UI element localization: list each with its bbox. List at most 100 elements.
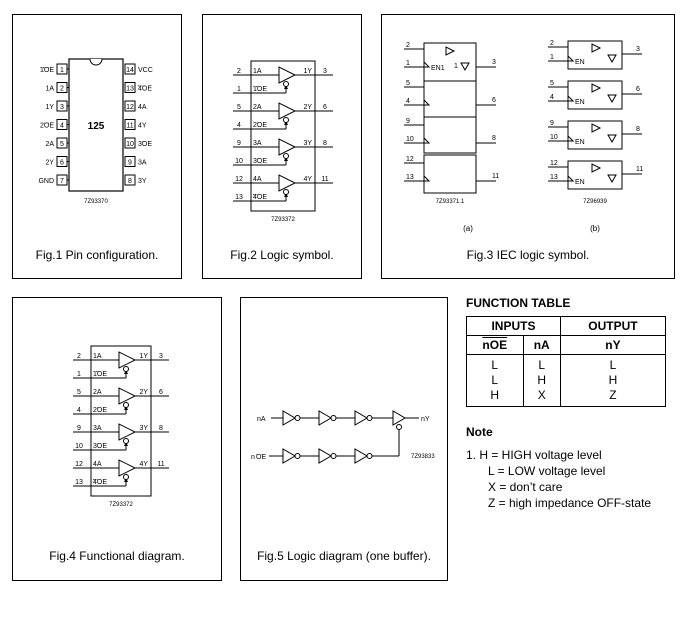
iec-sub-a: (a) [463, 224, 473, 233]
logic-code: 7Z93372 [109, 502, 133, 508]
pin-number: 6 [60, 160, 64, 167]
pin-label: 3A [138, 160, 147, 167]
pin-number: 8 [492, 135, 496, 142]
col-noe-label: nOE [482, 338, 508, 352]
iec-buffer-icon [591, 163, 602, 173]
pin-label: 3OE [138, 141, 152, 148]
pin-number: 9 [550, 120, 554, 127]
fig5-input-oe: OE [256, 454, 266, 461]
pin-number: 3 [323, 68, 327, 75]
enable-label: 1OE [253, 86, 267, 93]
input-label: 3A [253, 140, 262, 147]
inverter-bubble [330, 453, 337, 459]
pin-number: 13 [235, 194, 243, 201]
cell: Z [609, 388, 617, 402]
chip-notch [89, 58, 103, 66]
pin-number: 5 [406, 80, 410, 87]
fig4-caption: Fig.4 Functional diagram. [49, 549, 185, 563]
iec-en-label: EN [575, 99, 585, 106]
enable-label: 4OE [253, 194, 267, 201]
pin-number: 6 [159, 389, 163, 396]
buffer-bubble [283, 189, 289, 195]
iec-enable-mark [567, 95, 575, 102]
output-label: 1Y [139, 353, 148, 360]
pin-label: VCC [138, 67, 153, 74]
pin-number: 7 [60, 178, 64, 185]
iec-buffer-icon [445, 46, 456, 56]
chip-label: 125 [88, 121, 105, 132]
pin-number: 1 [60, 67, 64, 74]
inverter-triangle [318, 410, 332, 426]
buffer-triangle [278, 174, 297, 192]
pin-number: 11 [321, 176, 328, 183]
pin-number: 1 [550, 54, 554, 61]
inverter-triangle [282, 410, 296, 426]
pin-number: 4 [237, 122, 241, 129]
iec-enable-mark [423, 137, 431, 144]
cell: X [537, 388, 546, 402]
buffer-triangle [278, 102, 297, 120]
pin-number: 2 [550, 40, 554, 47]
fig5-caption: Fig.5 Logic diagram (one buffer). [257, 549, 431, 563]
inverter-triangle [354, 448, 368, 464]
pin-box [124, 156, 136, 167]
pin-label: 3Y [138, 178, 147, 185]
pin-number: 11 [636, 166, 643, 173]
iec-code-b: 7Z96939 [583, 199, 607, 205]
enable-label: 1OE [93, 371, 107, 378]
col-na-header: nA [522, 335, 561, 355]
inverter-triangle [354, 410, 368, 426]
col-na-values: L H X [522, 354, 561, 407]
iec-en-label: EN1 [431, 65, 445, 72]
pin-number: 13 [75, 479, 83, 486]
col-ny-header: nY [559, 335, 667, 355]
output-label: 4Y [139, 461, 148, 468]
cell: H [537, 373, 547, 387]
iec-block [423, 154, 477, 194]
note-line: L = LOW voltage level [488, 464, 606, 478]
iec-3state-icon [607, 174, 617, 184]
inverter-bubble [294, 453, 301, 459]
iec-enable-mark [423, 175, 431, 182]
iec-en-label: EN [575, 59, 585, 66]
enable-label: 3OE [93, 443, 107, 450]
logic-code: 7Z93372 [271, 217, 295, 223]
pin-number: 12 [550, 160, 558, 167]
input-label: 4A [93, 461, 102, 468]
output-label: 2Y [139, 389, 148, 396]
pin-number: 2 [237, 68, 241, 75]
buffer-bubble [123, 474, 129, 480]
buffer-bubble [283, 81, 289, 87]
pin-label: 1OE [40, 67, 54, 74]
pin-number: 4 [406, 98, 410, 105]
cell: L [538, 358, 546, 372]
output-bubble [396, 424, 402, 430]
pin-number: 12 [75, 461, 83, 468]
pin-number: 10 [406, 136, 414, 143]
function-table: INPUTS OUTPUT nOE nA nY L L H L H X L H … [466, 316, 667, 407]
pin-box [124, 63, 136, 75]
cell: H [490, 388, 500, 402]
iec-buffer-icon [591, 83, 602, 93]
buffer-bubble [283, 117, 289, 123]
pin-number: 4 [550, 94, 554, 101]
pin-number: 1 [237, 86, 241, 93]
buffer-triangle [278, 66, 297, 84]
pin-label: 4A [138, 104, 147, 111]
pin-label: 2Y [45, 160, 54, 167]
input-label: 2A [93, 389, 102, 396]
input-label: 2A [253, 104, 262, 111]
cell: L [491, 358, 499, 372]
cell: L [491, 373, 499, 387]
buffer-triangle [118, 459, 137, 477]
pin-number: 10 [235, 158, 243, 165]
pin-number: 1 [406, 60, 410, 67]
enable-label: 2OE [93, 407, 107, 414]
buffer-triangle [118, 387, 137, 405]
pin-number: 8 [323, 140, 327, 147]
pin-number: 12 [406, 156, 414, 163]
iec-code-a: 7Z93371.1 [436, 199, 465, 205]
